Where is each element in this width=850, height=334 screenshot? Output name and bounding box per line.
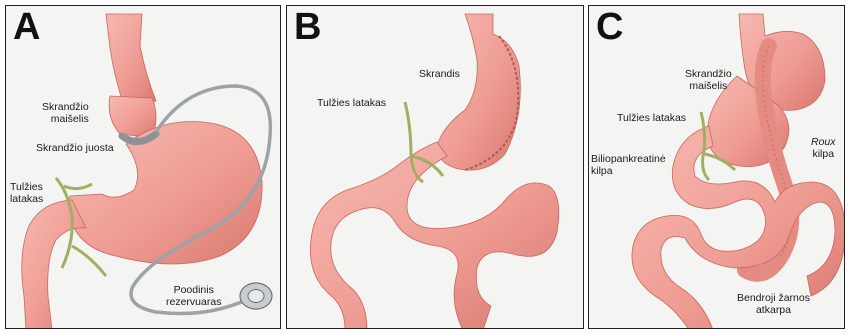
label-bile-duct: Tulžies latakas: [317, 97, 386, 109]
esophagus: [106, 14, 156, 106]
panel-a-gastric-band: A Skrandžio maišelis Skrandžio juosta Tu…: [5, 5, 281, 329]
duodenum: [22, 200, 86, 329]
small-intestine: [310, 142, 558, 329]
label-gastric-band: Skrandžio juosta: [36, 142, 114, 154]
panel-c-letter: C: [596, 8, 623, 46]
panel-a-illustration: [6, 6, 281, 329]
panel-b-letter: B: [294, 8, 321, 46]
panel-b-sleeve: B Skrandis Tulžies latakas: [286, 5, 584, 329]
label-stomach-pouch: Skrandžio maišelis: [42, 101, 89, 125]
panel-a-letter: A: [13, 8, 40, 46]
panel-b-illustration: [287, 6, 584, 329]
sleeve-stomach: [437, 14, 520, 170]
label-subcutaneous-port: Poodinis rezervuaras: [166, 284, 221, 308]
label-common-channel: Bendroji žarnos atkarpa: [737, 292, 810, 316]
label-bile-duct: Tulžies latakas: [10, 181, 43, 205]
label-biliopancreatic-limb: Biliopankreatinė kilpa: [591, 153, 666, 177]
label-stomach: Skrandis: [419, 68, 460, 80]
label-bile-duct: Tulžies latakas: [617, 112, 686, 124]
panel-c-gastric-bypass: C Skrandžio maišelis Tulžies latakas Rou…: [588, 5, 845, 329]
label-roux-limb: Roux kilpa: [811, 136, 836, 160]
label-stomach-pouch: Skrandžio maišelis: [685, 68, 732, 92]
